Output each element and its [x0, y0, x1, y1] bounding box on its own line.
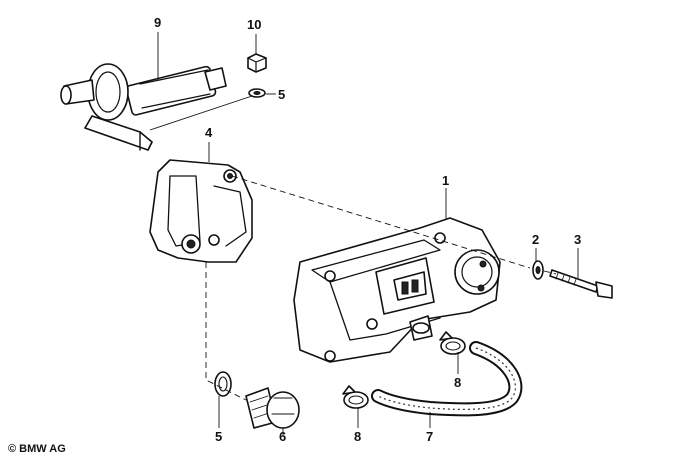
- part-8-hose-clamp-upper: [439, 331, 466, 355]
- alignment-line-valve-to-washer: [149, 95, 253, 131]
- callout-6: 6: [279, 429, 287, 444]
- part-5-washer-lower-hole: [218, 376, 228, 392]
- callout-5-upper: 5: [278, 87, 286, 102]
- alignment-line-bracket-to-unit: [231, 175, 531, 269]
- callout-7: 7: [426, 429, 434, 444]
- callout-9: 9: [154, 15, 162, 30]
- part-7-vacuum-hose: [371, 341, 523, 417]
- leader-6: [282, 428, 284, 436]
- part-3-bolt: [549, 269, 613, 299]
- part-1-control-unit: [293, 217, 501, 363]
- part-2-washer-hole: [535, 266, 541, 274]
- part-10-nut: [247, 53, 267, 73]
- callout-5-lower: 5: [215, 429, 223, 444]
- alignment-line-washer-to-bolt: [543, 270, 557, 275]
- copyright-notice: © BMW AG: [8, 443, 66, 455]
- part-4-bracket: [149, 159, 253, 263]
- part-6-bolt: [245, 387, 300, 429]
- callout-8-upper: 8: [454, 375, 462, 390]
- callout-2: 2: [532, 232, 540, 247]
- part-5-washer-upper-hole: [253, 91, 261, 95]
- part-9-vacuum-valve: [60, 63, 227, 151]
- callout-3: 3: [574, 232, 582, 247]
- callout-1: 1: [442, 173, 450, 188]
- callout-4: 4: [205, 125, 213, 140]
- part-5-washer-lower: [214, 371, 232, 397]
- callout-8-lower: 8: [354, 429, 362, 444]
- part-8-hose-clamp-lower: [342, 385, 369, 409]
- callout-10: 10: [247, 17, 262, 32]
